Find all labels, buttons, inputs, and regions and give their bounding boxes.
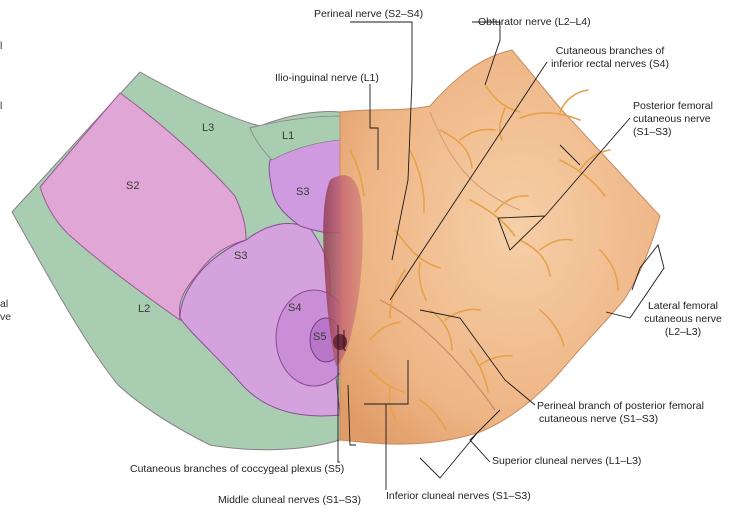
label-perineal-branch-line2: cutaneous nerve (S1–S3) [537,413,704,426]
label-perineal-nerve: Perineal nerve (S2–S4) [314,8,423,21]
zone-s4: S4 [288,302,301,314]
label-inferior-cluneal-nerves: Inferior cluneal nerves (S1–S3) [386,490,531,503]
label-posterior-femoral-line3: (S1–S3) [633,126,713,139]
label-posterior-femoral-line2: cutaneous nerve [633,113,713,126]
dermatome-map [12,72,352,450]
label-inferior-rectal-line1: Cutaneous branches of [535,45,685,58]
edge-fragment-top: l [0,40,2,53]
label-inferior-rectal-line2: inferior rectal nerves (S4) [535,58,685,71]
label-perineal-branch-line1: Perineal branch of posterior femoral [537,400,704,413]
label-obturator-nerve: Obturator nerve (L2–L4) [478,16,591,29]
label-superior-cluneal-nerves: Superior cluneal nerves (L1–L3) [492,455,641,468]
zone-l3: L3 [202,122,214,134]
label-lateral-femoral-cutaneous: Lateral femoral cutaneous nerve (L2–L3) [633,300,733,339]
anal-opening [333,334,347,350]
label-lateral-femoral-line2: cutaneous nerve [633,313,733,326]
label-posterior-femoral-line1: Posterior femoral [633,100,713,113]
zone-s3-lower: S3 [234,250,247,262]
label-posterior-femoral-cutaneous: Posterior femoral cutaneous nerve (S1–S3… [633,100,713,139]
label-coccygeal-plexus: Cutaneous branches of coccygeal plexus (… [130,463,344,476]
zone-s3-upper: S3 [296,186,309,198]
zone-s5: S5 [313,331,326,343]
label-ilio-inguinal-nerve: Ilio-inguinal nerve (L1) [275,72,379,85]
edge-fragment-middle: l [0,100,2,113]
edge-fragment-bottom-line1: al [0,298,11,311]
label-lateral-femoral-line3: (L2–L3) [633,326,733,339]
zone-l2: L2 [138,303,150,315]
edge-fragment-bottom: al ve [0,298,11,324]
edge-fragment-bottom-line2: ve [0,311,11,324]
label-perineal-branch: Perineal branch of posterior femoral cut… [537,400,704,426]
zone-l1: L1 [282,130,294,142]
zone-s2: S2 [126,180,139,192]
label-lateral-femoral-line1: Lateral femoral [633,300,733,313]
label-middle-cluneal-nerves: Middle cluneal nerves (S1–S3) [218,494,361,507]
anatomy-illustration [323,50,660,444]
label-inferior-rectal-nerves: Cutaneous branches of inferior rectal ne… [535,45,685,71]
